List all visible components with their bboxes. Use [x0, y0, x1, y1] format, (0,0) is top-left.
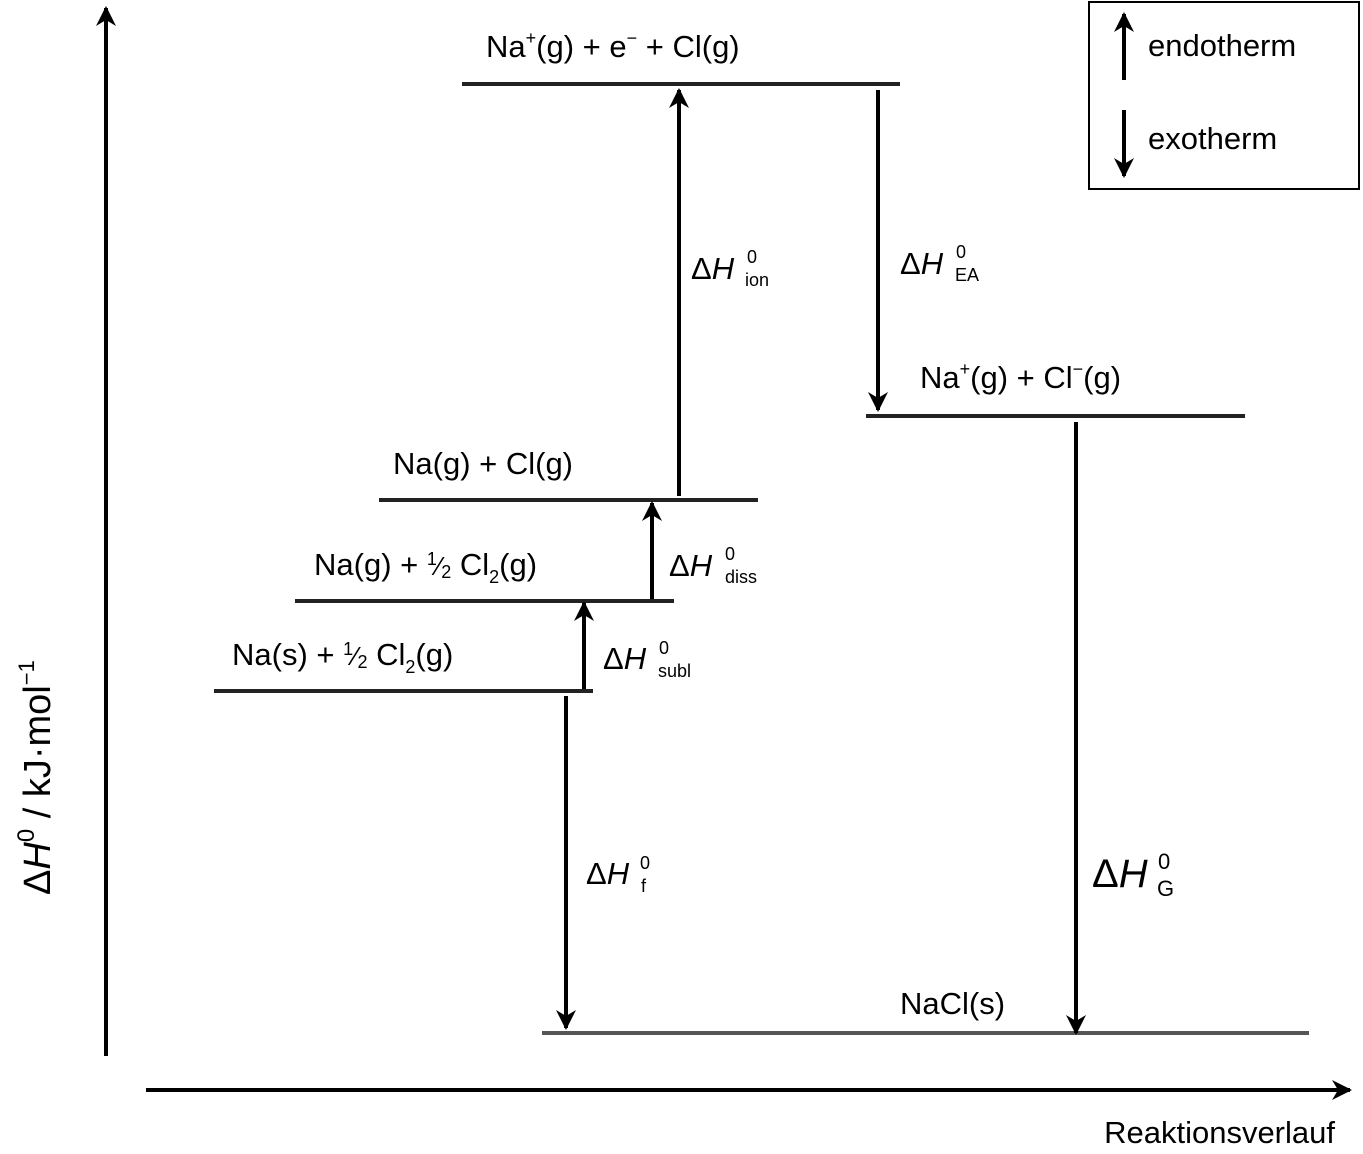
y-axis-label: ΔH0 / kJ·mol−1 — [13, 660, 59, 895]
level-top-label: Na+(g) + e− + Cl(g) — [486, 28, 740, 64]
x-axis-label: Reaktionsverlauf — [1104, 1115, 1335, 1150]
level-ionic-label: Na+(g) + Cl−(g) — [920, 359, 1121, 395]
legend-endotherm: endotherm — [1148, 28, 1296, 63]
level-solid-label: Na(s) + 1⁄2 Cl2(g) — [232, 637, 453, 677]
level-atoms-label: Na(g) + Cl(g) — [393, 446, 573, 481]
legend-exotherm: exotherm — [1148, 121, 1277, 156]
legend: endotherm exotherm — [1088, 1, 1360, 190]
level-nacl-label: NaCl(s) — [900, 986, 1005, 1021]
level-half-gas-label: Na(g) + 1⁄2 Cl2(g) — [314, 547, 537, 587]
legend-box — [1088, 1, 1360, 190]
